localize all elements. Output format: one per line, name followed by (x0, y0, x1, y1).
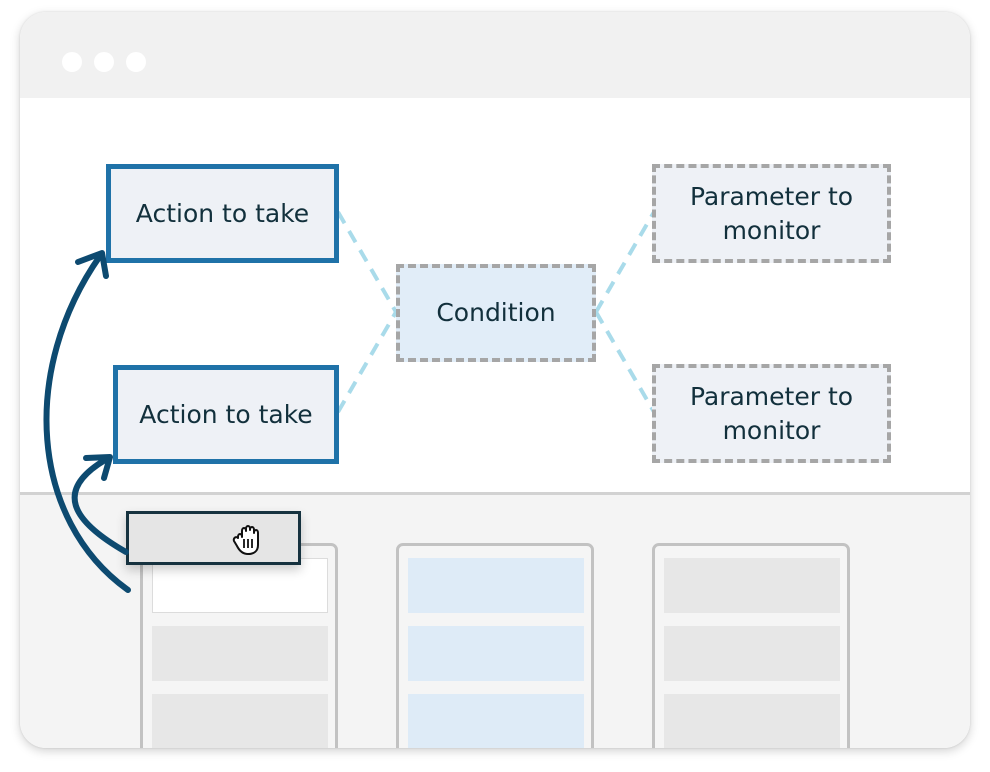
dragged-component-card[interactable] (126, 511, 301, 565)
window-control-dot[interactable] (94, 52, 114, 72)
connector-line (594, 210, 656, 314)
condition-label: Condition (436, 298, 556, 327)
parameter-node[interactable]: Parameter to monitor (652, 164, 891, 263)
window-titlebar (20, 12, 970, 98)
action-label: Action to take (139, 399, 313, 429)
connector-line (594, 310, 656, 414)
parameter-label-line: monitor (722, 415, 821, 445)
connector-line (336, 210, 398, 314)
action-label: Action to take (135, 198, 310, 228)
curved-arrow-icon (71, 457, 129, 555)
connector-line (336, 310, 398, 414)
parameter-label-line: Parameter to (689, 381, 854, 411)
condition-node[interactable]: Condition (396, 264, 596, 362)
window-control-dot[interactable] (126, 52, 146, 72)
curved-arrow-icon (43, 253, 131, 593)
parameter-node[interactable]: Parameter to monitor (652, 364, 891, 463)
arrow-head (83, 454, 113, 481)
action-node[interactable]: Action to take (113, 365, 339, 464)
grab-hand-icon (232, 525, 259, 555)
parameter-label-line: monitor (722, 215, 821, 245)
action-node[interactable]: Action to take (106, 164, 339, 263)
parameter-label-line: Parameter to (689, 181, 854, 211)
arrow-head (75, 250, 109, 279)
window-control-dot[interactable] (62, 52, 82, 72)
